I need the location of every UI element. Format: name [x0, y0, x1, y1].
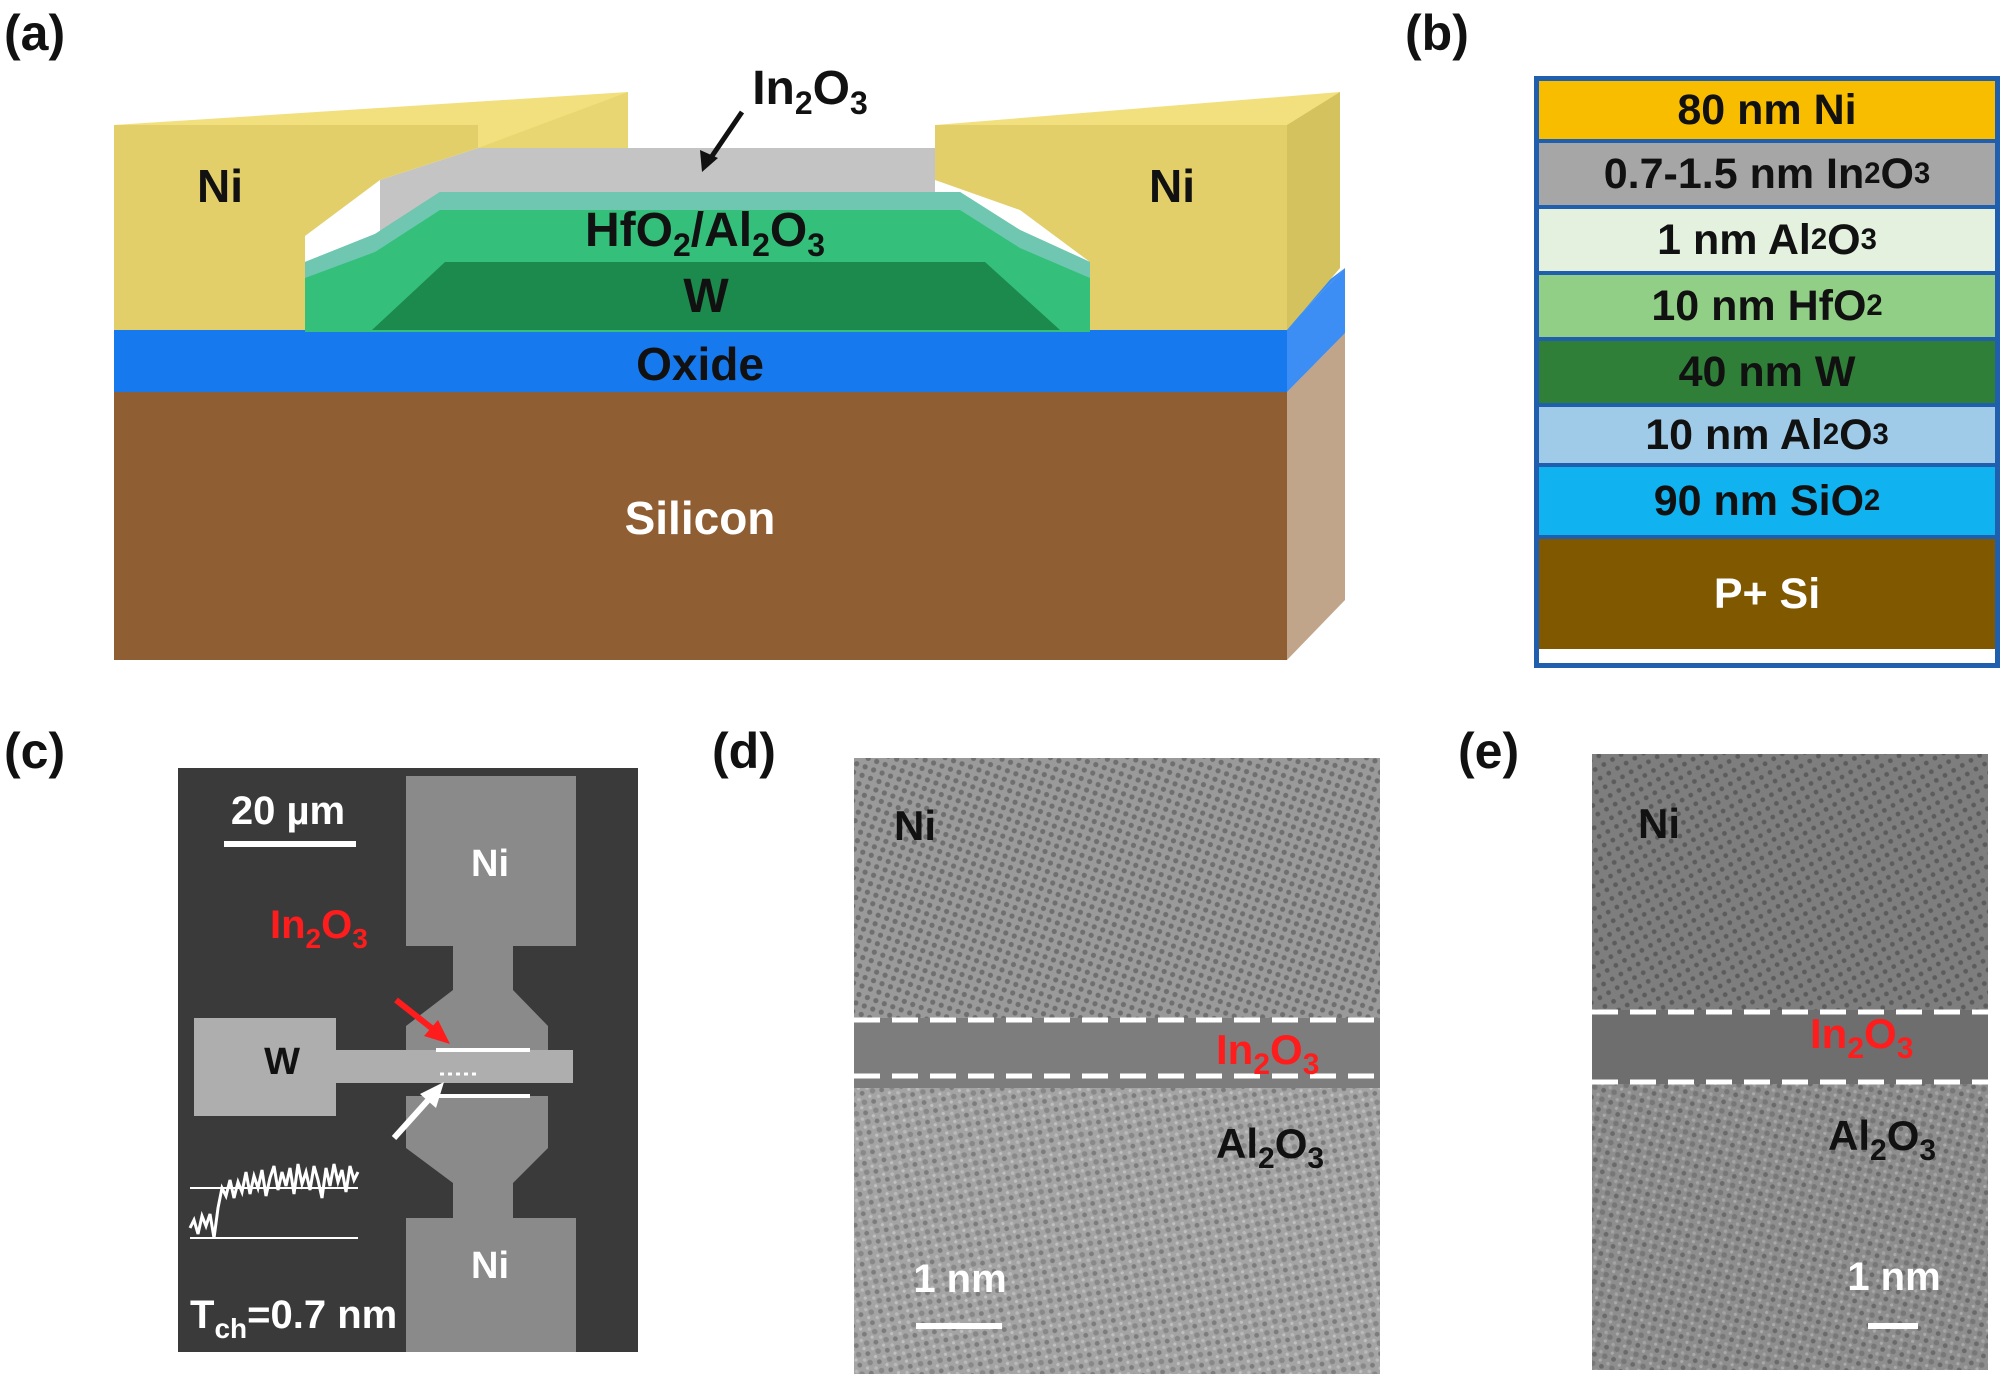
stack-layer-text: 90 nm SiO: [1653, 476, 1865, 525]
tem-e-ni-label: Ni: [1638, 800, 1680, 847]
tem-d-ni-region: [854, 758, 1380, 1022]
white-arrow-head: [420, 1082, 444, 1108]
stack-layer-text: 40 nm W: [1678, 347, 1856, 396]
stack-layer-text: 2: [1864, 484, 1881, 517]
tem-image-d: Ni In2O3 Al2O3 1 nm: [854, 758, 1380, 1374]
stack-layer-text: 10 nm Al: [1645, 410, 1823, 459]
stack-layer-text: P+ Si: [1713, 569, 1821, 618]
tem-d-in2o3-label: In2O3: [1216, 1026, 1319, 1081]
stack-layer-text: 80 nm Ni: [1677, 85, 1857, 134]
dielectric-label: HfO2/Al2O3: [585, 204, 825, 263]
w-electrode: [194, 1018, 573, 1116]
w-label: W: [683, 270, 729, 323]
ni-right-front: [935, 125, 1287, 330]
ni-right-label: Ni: [1149, 160, 1195, 212]
ni-top-pad: [406, 776, 576, 946]
tem-e-scalebar-label: 1 nm: [1847, 1255, 1940, 1299]
ni-bottom-neck: [406, 1096, 548, 1218]
stack-layer: 80 nm Ni: [1539, 81, 1995, 143]
ni-bottom-label: Ni: [471, 1245, 509, 1287]
stack-layer-text: 1 nm Al: [1657, 215, 1811, 264]
stack-layer-text: 2: [1810, 223, 1828, 256]
panel-e-label: (e): [1458, 723, 1520, 779]
tem-e-ni-region: [1592, 754, 1988, 1014]
in2o3-arrow: [705, 110, 745, 164]
in2o3-label: In2O3: [752, 62, 868, 121]
in2o3-arrowhead: [700, 150, 718, 172]
stack-layer-text: 0.7-1.5 nm In: [1603, 149, 1865, 198]
panel-a-label: (a): [4, 5, 66, 61]
stack-layer-text: O: [1827, 215, 1861, 264]
stack-layer: 40 nm W: [1539, 341, 1995, 407]
white-arrow-line: [391, 1095, 433, 1141]
sem-image: 20 µm Ni Ni W In2O3 Tch=0.7 nm: [178, 768, 638, 1352]
w-gate: [372, 262, 1060, 330]
sem-in2o3-label: In2O3: [270, 903, 368, 954]
silicon-front: [114, 392, 1287, 660]
panel-d-label: (d): [712, 723, 776, 779]
silicon-side: [1287, 333, 1345, 660]
w-electrode-label: W: [264, 1041, 300, 1083]
tem-e-al2o3-region: [1592, 1084, 1988, 1370]
ni-left-label: Ni: [197, 160, 243, 212]
stack-layer-text: 3: [1872, 418, 1889, 451]
stack-layer-text: 10 nm HfO: [1651, 281, 1867, 330]
stack-layer-text: 2: [1864, 157, 1881, 190]
tem-e-al2o3-label: Al2O3: [1828, 1112, 1936, 1167]
panel-b-label: (b): [1405, 5, 1469, 61]
tem-image-e: Ni In2O3 Al2O3 1 nm: [1592, 754, 1988, 1370]
stack-layer-text: 3: [1913, 157, 1931, 190]
panel-c-label: (c): [4, 723, 66, 779]
stack-layer-text: O: [1880, 149, 1914, 198]
ni-bottom-pad: [406, 1218, 576, 1352]
stack-layer-text: 2: [1866, 289, 1883, 322]
dielectric-thin-band: [305, 192, 1090, 278]
tem-d-al2o3-label: Al2O3: [1216, 1120, 1324, 1175]
profile-trace: [188, 1163, 360, 1239]
tem-e-in2o3-label: In2O3: [1810, 1010, 1913, 1065]
device-schematic: Ni Ni In2O3 HfO2/Al2O3 W Oxide Silicon: [114, 62, 1345, 660]
ni-left-front: [114, 125, 478, 330]
ni-top-label: Ni: [471, 843, 509, 885]
ni-top-neck: [406, 946, 548, 1078]
sem-scalebar-label: 20 µm: [231, 789, 345, 833]
tem-d-scalebar-label: 1 nm: [913, 1257, 1006, 1301]
stack-layer: P+ Si: [1539, 539, 1995, 649]
thickness-label: Tch=0.7 nm: [190, 1293, 397, 1344]
ni-right-side: [1287, 92, 1340, 330]
red-arrow-line: [394, 997, 436, 1033]
stack-layer-text: 2: [1822, 418, 1840, 451]
stack-layer-text: 3: [1860, 223, 1877, 256]
stack-layer-text: O: [1839, 410, 1873, 459]
ni-left-side: [478, 92, 628, 148]
red-arrow-head: [424, 1020, 450, 1044]
oxide-side: [1287, 268, 1345, 392]
tem-d-ni-label: Ni: [894, 802, 936, 849]
oxide-front: [114, 328, 1287, 392]
tem-e-channel-region: [1592, 1010, 1988, 1086]
oxide-label: Oxide: [636, 338, 764, 390]
silicon-label: Silicon: [625, 492, 776, 544]
